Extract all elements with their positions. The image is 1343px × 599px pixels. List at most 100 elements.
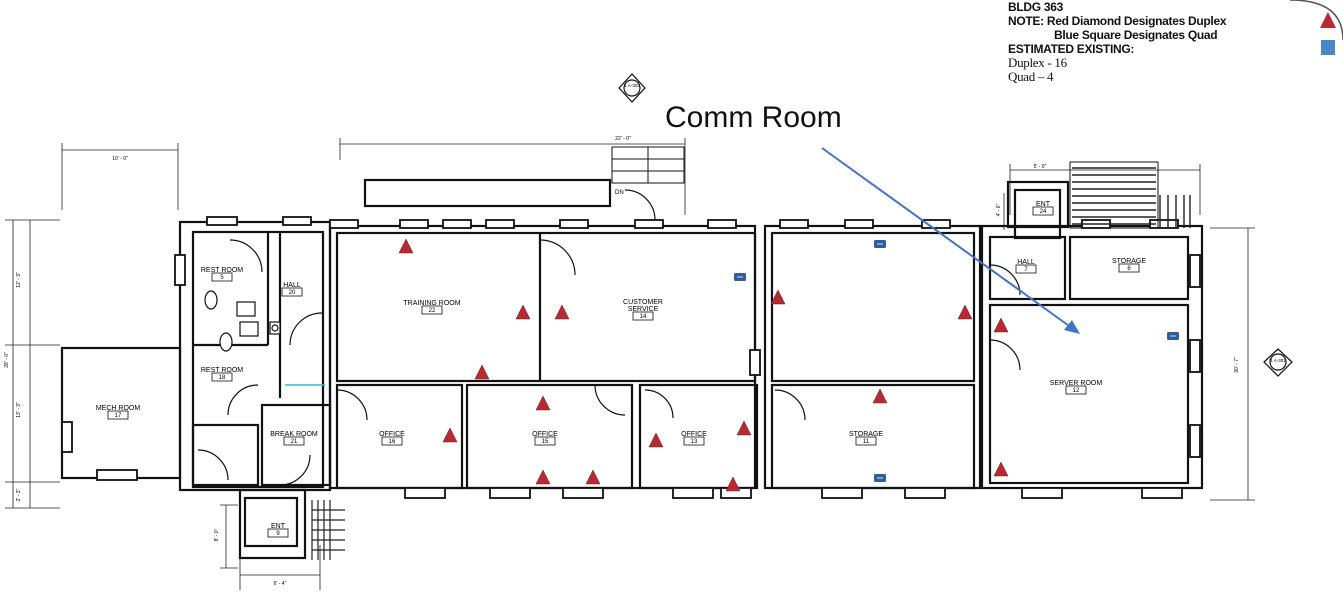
building-label: BLDG 363 bbox=[1008, 0, 1063, 14]
duplex-marker bbox=[993, 317, 1009, 333]
stairs-top bbox=[611, 146, 1159, 229]
quad-count: Quad – 4 bbox=[1008, 69, 1054, 84]
room-number-box bbox=[283, 436, 305, 446]
windows bbox=[61, 216, 1201, 499]
dimension-text: 28' - 0" bbox=[4, 352, 10, 368]
room-number: 15 bbox=[542, 439, 549, 445]
quad-legend-icon bbox=[1321, 40, 1335, 55]
comm-room-callout: Comm Room bbox=[665, 101, 842, 134]
duplex-marker bbox=[770, 289, 786, 305]
dimension-text: 12' - 3" bbox=[16, 272, 22, 288]
duplex-marker bbox=[648, 432, 664, 448]
comm-room-arrowhead bbox=[1064, 320, 1080, 334]
room-name: OFFICE bbox=[681, 431, 707, 438]
room-number-box bbox=[281, 287, 303, 297]
duplex-marker bbox=[957, 304, 973, 320]
room-number: 5 bbox=[220, 275, 224, 281]
dimension-text: 4' - 6" bbox=[996, 203, 1002, 216]
duplex-marker bbox=[474, 364, 490, 380]
room-name: SERVER ROOM bbox=[1050, 380, 1103, 387]
duplex-marker bbox=[515, 304, 531, 320]
room-name: OFFICE bbox=[379, 431, 405, 438]
room-name: TRAINING ROOM bbox=[403, 300, 460, 307]
dimension-text: 30' - 7" bbox=[1234, 357, 1240, 373]
section-tag-right: 1 A-302 bbox=[1270, 358, 1286, 363]
duplex-marker bbox=[585, 469, 601, 485]
room-number-box bbox=[1065, 385, 1087, 395]
room-number-box bbox=[211, 372, 233, 382]
room-number: 16 bbox=[389, 439, 396, 445]
duplex-legend-icon bbox=[1320, 12, 1336, 28]
room-number: 20 bbox=[289, 290, 296, 296]
room-number: 14 bbox=[640, 314, 647, 320]
dimension-lines bbox=[5, 138, 1255, 590]
dimension-text: 6' - 4" bbox=[274, 581, 287, 587]
note-duplex: NOTE: Red Diamond Designates Duplex bbox=[1008, 14, 1227, 28]
page-corner bbox=[1289, 0, 1343, 41]
room-number-box bbox=[267, 528, 289, 538]
room-name: REST ROOM bbox=[201, 267, 243, 274]
dimension-texts: 10' - 0" 22' - 0" 5' - 0" 4' - 6" 12' - 3" 28… bbox=[4, 136, 1240, 587]
room-number: 22 bbox=[429, 308, 436, 314]
dimension-text: 8' - 0" bbox=[214, 528, 220, 541]
legend-note: BLDG 363 NOTE: Red Diamond Designates Du… bbox=[1008, 0, 1227, 84]
device-markers bbox=[398, 238, 1179, 492]
room-number-box bbox=[381, 436, 403, 446]
room-number-box bbox=[1015, 264, 1037, 274]
duplex-marker bbox=[535, 469, 551, 485]
duplex-marker bbox=[442, 427, 458, 443]
room-number-box bbox=[107, 410, 129, 420]
room-name: STORAGE bbox=[1112, 258, 1146, 265]
walls bbox=[60, 178, 1204, 560]
room-name: OFFICE bbox=[532, 431, 558, 438]
section-markers bbox=[618, 73, 1293, 377]
room-name: HALL bbox=[1017, 259, 1035, 266]
room-number-box bbox=[1032, 206, 1054, 216]
room-name: ENT bbox=[271, 523, 286, 530]
duplex-marker bbox=[736, 420, 752, 436]
duplex-marker bbox=[872, 388, 888, 404]
room-number-box bbox=[683, 436, 705, 446]
duplex-marker bbox=[554, 304, 570, 320]
room-name: ENT bbox=[1036, 201, 1051, 208]
stairs-bottom bbox=[311, 500, 345, 560]
room-number-box bbox=[632, 311, 654, 321]
room-number: 24 bbox=[1040, 209, 1047, 215]
comm-room-arrow bbox=[821, 147, 1073, 329]
door-swings bbox=[197, 189, 1021, 486]
room-number: 6 bbox=[1127, 266, 1131, 272]
room-number: 17 bbox=[115, 413, 122, 419]
room-name-line2: SERVICE bbox=[628, 306, 659, 313]
room-name: HALL bbox=[283, 282, 301, 289]
room-name: STORAGE bbox=[849, 431, 883, 438]
duplex-marker bbox=[398, 238, 414, 254]
room-number: 9 bbox=[276, 531, 280, 537]
duplex-marker bbox=[993, 461, 1009, 477]
duplex-marker bbox=[535, 395, 551, 411]
room-number: 13 bbox=[691, 439, 698, 445]
stairs-top-right-treads bbox=[1072, 167, 1191, 228]
dimension-text: 13' - 3" bbox=[16, 402, 22, 418]
dimension-text: 10' - 0" bbox=[112, 156, 128, 162]
room-number: 7 bbox=[1024, 267, 1028, 273]
room-number-box bbox=[421, 305, 443, 315]
room-name: BREAK ROOM bbox=[270, 431, 318, 438]
room-number: 21 bbox=[291, 439, 298, 445]
room-number-box bbox=[1118, 263, 1140, 273]
room-name: MECH ROOM bbox=[96, 405, 141, 412]
room-number-box bbox=[211, 272, 233, 282]
room-number-box bbox=[855, 436, 877, 446]
room-name: CUSTOMER bbox=[623, 299, 663, 306]
duplex-count: Duplex - 16 bbox=[1008, 55, 1067, 70]
stair-label-dn: DN bbox=[615, 190, 624, 196]
dimension-text: 2' - 3" bbox=[16, 488, 22, 501]
duplex-marker bbox=[725, 476, 741, 492]
dimension-text: 5' - 0" bbox=[1034, 164, 1047, 170]
room-number: 18 bbox=[219, 375, 226, 381]
section-tag-top: 1 A-303 bbox=[624, 83, 640, 88]
dimension-text: 22' - 0" bbox=[615, 136, 631, 142]
note-quad: Blue Square Designates Quad bbox=[1054, 28, 1218, 42]
room-number: 12 bbox=[1073, 388, 1080, 394]
